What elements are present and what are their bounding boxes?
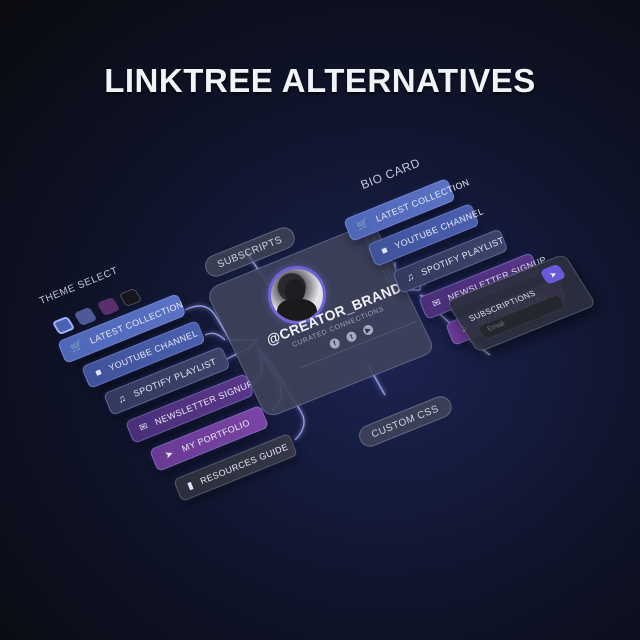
- paper-plane-icon: ➤: [547, 269, 559, 280]
- cart-icon: 🛒: [355, 216, 372, 233]
- music-note-icon: ♫: [404, 270, 417, 284]
- envelope-icon: ✉: [430, 296, 443, 310]
- video-camera-icon: ■: [379, 244, 390, 257]
- send-button[interactable]: ➤: [539, 263, 567, 285]
- page-title: LINKTREE ALTERNATIVES: [104, 62, 536, 99]
- avatar: [268, 266, 326, 324]
